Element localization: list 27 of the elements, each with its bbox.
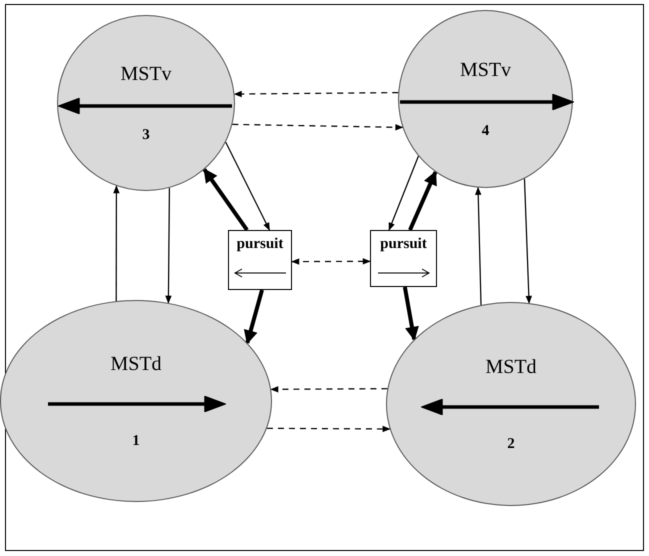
arrow <box>232 124 404 130</box>
area-name: MSTv <box>120 64 172 84</box>
area-name: MSTd <box>110 354 162 374</box>
area-name: MSTv <box>460 60 512 80</box>
arrow <box>266 426 391 432</box>
arrow <box>475 186 482 305</box>
arrow <box>113 185 120 302</box>
arrow <box>202 168 249 232</box>
area-number: 3 <box>142 128 150 142</box>
arrow <box>402 286 419 341</box>
arrow <box>165 188 172 304</box>
arrow <box>244 289 264 344</box>
area-name: MSTd <box>485 356 537 376</box>
pursuit-box <box>228 230 292 290</box>
arrow <box>524 178 532 304</box>
arrow <box>270 386 388 392</box>
arrow <box>291 258 371 265</box>
pursuit-box <box>370 230 437 287</box>
box-label: pursuit <box>236 237 284 252</box>
arrow <box>408 170 438 231</box>
area-number: 1 <box>132 434 140 448</box>
area-number: 4 <box>482 124 490 138</box>
arrow <box>388 156 419 231</box>
arrow <box>225 142 270 231</box>
arrow <box>234 90 398 98</box>
box-label: pursuit <box>380 237 427 252</box>
area-number: 2 <box>507 436 515 452</box>
